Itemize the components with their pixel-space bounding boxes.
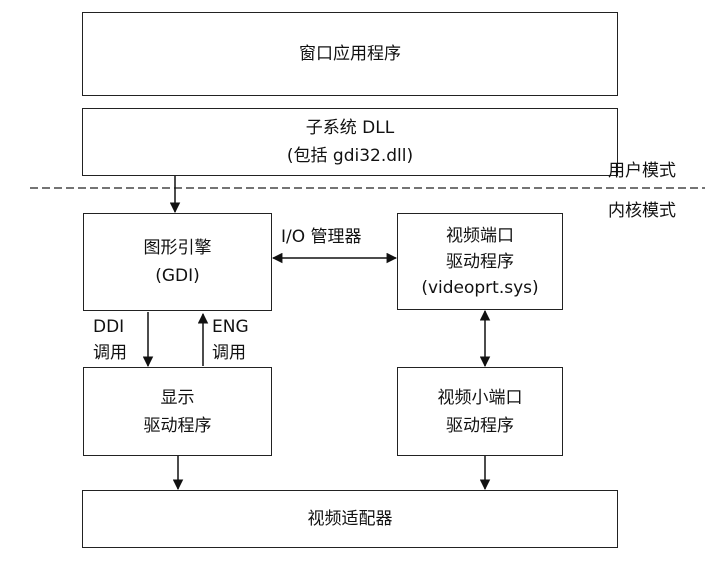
gdi-box: 图形引擎 (GDI) xyxy=(83,213,272,311)
user-mode-label: 用户模式 xyxy=(608,161,676,181)
eng-label: ENG xyxy=(212,317,249,337)
io-manager-label: I/O 管理器 xyxy=(281,227,362,247)
kernel-mode-label: 内核模式 xyxy=(608,201,676,221)
eng-call-label: 调用 xyxy=(212,343,246,363)
gdi-sublabel: (GDI) xyxy=(155,266,200,286)
video-miniport-driver-box: 视频小端口 驱动程序 xyxy=(397,367,563,456)
video-port-label: 视频端口 xyxy=(446,225,514,246)
ddi-label: DDI xyxy=(93,317,125,337)
video-adapter-label: 视频适配器 xyxy=(307,509,393,529)
subsystem-dll-label: 子系统 DLL xyxy=(305,118,395,138)
display-driver-label: 驱动程序 xyxy=(143,415,212,436)
display-driver-box: 显示 驱动程序 xyxy=(83,367,272,456)
video-adapter-box: 视频适配器 xyxy=(82,490,618,548)
gdi-label: 图形引擎 xyxy=(143,238,212,258)
display-label: 显示 xyxy=(160,387,195,408)
window-app-label: 窗口应用程序 xyxy=(299,44,401,64)
subsystem-dll-sublabel: (包括 gdi32.dll) xyxy=(286,146,414,166)
video-port-driver-box: 视频端口 驱动程序 (videoprt.sys) xyxy=(397,213,563,310)
video-port-driver-label: 驱动程序 xyxy=(446,251,514,272)
video-port-file-label: (videoprt.sys) xyxy=(421,277,539,298)
video-miniport-driver-label: 驱动程序 xyxy=(446,415,514,436)
video-miniport-label: 视频小端口 xyxy=(437,387,523,408)
subsystem-dll-box: 子系统 DLL (包括 gdi32.dll) xyxy=(82,108,618,176)
window-app-box: 窗口应用程序 xyxy=(82,12,618,96)
ddi-call-label: 调用 xyxy=(93,343,127,363)
